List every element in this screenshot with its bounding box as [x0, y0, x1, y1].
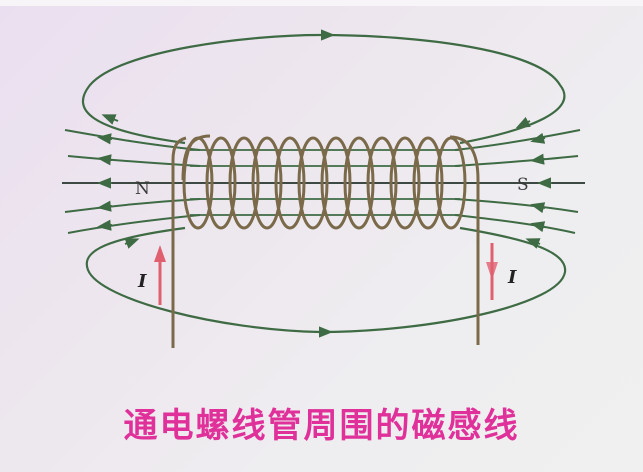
current-arrow-left — [154, 245, 166, 305]
arrow-icon — [530, 202, 546, 214]
arrow-icon — [97, 200, 113, 212]
arrow-icon — [97, 154, 113, 166]
current-label-right: I — [507, 267, 517, 288]
arrow-icon — [530, 132, 546, 144]
arrow-icon — [530, 153, 546, 165]
arrow-icon — [101, 114, 119, 125]
lead-wires — [171, 136, 480, 348]
south-pole-label: S — [517, 175, 529, 195]
field-lines-left — [64, 129, 201, 234]
solenoid-coil — [181, 134, 480, 230]
arrow-icon — [124, 238, 140, 249]
diagram-caption: 通电螺线管周围的磁感线 — [123, 406, 520, 446]
arrow-icon — [515, 116, 531, 129]
arrow-icon — [97, 219, 113, 231]
north-pole-label: N — [135, 179, 150, 199]
field-loop-top — [81, 33, 566, 145]
arrow-icon — [530, 221, 546, 233]
arrow-icon — [525, 238, 541, 249]
current-label-left: I — [137, 271, 147, 292]
current-arrow-right — [486, 243, 498, 300]
arrow-icon — [97, 133, 113, 145]
top-border — [0, 0, 643, 6]
